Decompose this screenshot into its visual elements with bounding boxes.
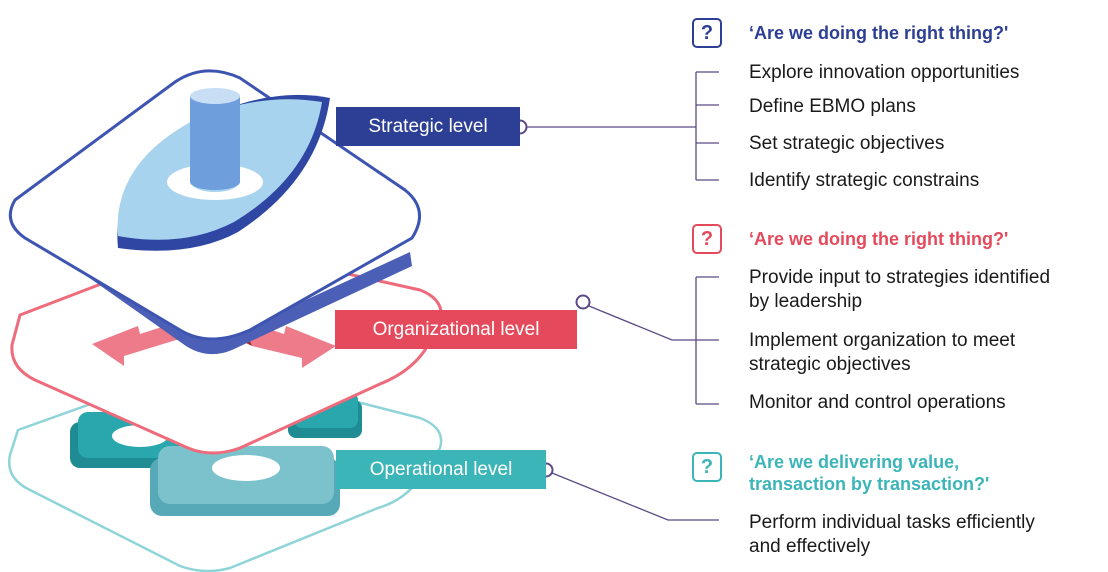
operational-question: transaction by transaction?' <box>749 474 990 494</box>
strategic-item: Explore innovation opportunities <box>749 62 1020 83</box>
gear-icon <box>150 446 340 516</box>
organizational-item: strategic objectives <box>749 354 911 375</box>
strategic-item: Define EBMO plans <box>749 96 916 117</box>
connector-dot <box>575 294 591 310</box>
question-mark-icon: ? <box>692 18 722 48</box>
bracket-tick <box>696 71 719 181</box>
connector-line <box>551 472 719 521</box>
operational-item: Perform individual tasks efficiently <box>749 512 1035 533</box>
organizational-item: by leadership <box>749 291 863 312</box>
connector-line <box>588 305 696 341</box>
question-mark-icon: ? <box>692 224 722 254</box>
strategic-item: Set strategic objectives <box>749 133 945 154</box>
operational-question: ‘Are we delivering value, <box>749 452 960 472</box>
question-mark-icon: ? <box>692 452 722 482</box>
strategic-question: ‘Are we doing the right thing?' <box>749 23 1009 43</box>
strategic-level-label: Strategic level <box>336 107 520 146</box>
organizational-item: Monitor and control operations <box>749 392 1006 413</box>
bracket-tick <box>696 276 719 405</box>
operational-item: and effectively <box>749 536 871 557</box>
strategic-item: Identify strategic constrains <box>749 170 980 191</box>
organizational-item: Provide input to strategies identified <box>749 267 1051 288</box>
eye-icon <box>117 88 330 251</box>
organizational-question: ‘Are we doing the right thing?' <box>749 229 1009 249</box>
operational-level-label: Operational level <box>336 450 546 489</box>
organizational-level-label: Organizational level <box>335 310 577 349</box>
organizational-item: Implement organization to meet <box>749 330 1016 351</box>
